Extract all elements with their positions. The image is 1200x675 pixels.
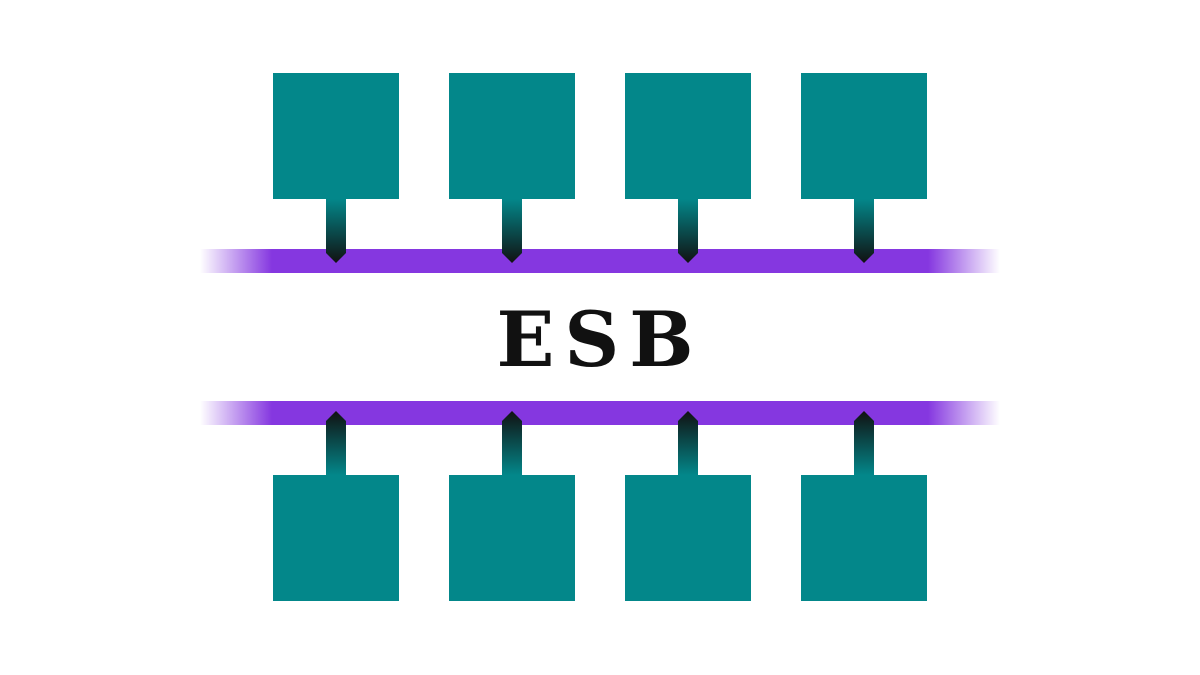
connector-top-4 (854, 199, 874, 263)
service-top-2 (449, 73, 575, 199)
connector-bottom-3 (678, 411, 698, 475)
service-bottom-4 (801, 475, 927, 601)
connector-bottom-1 (326, 411, 346, 475)
service-bottom-2 (449, 475, 575, 601)
connector-top-3 (678, 199, 698, 263)
service-top-3 (625, 73, 751, 199)
connector-bottom-2 (502, 411, 522, 475)
service-top-1 (273, 73, 399, 199)
lower-bus (200, 401, 1000, 425)
service-bottom-1 (273, 475, 399, 601)
connector-top-2 (502, 199, 522, 263)
service-bottom-3 (625, 475, 751, 601)
esb-label: ESB (496, 295, 704, 384)
connector-top-1 (326, 199, 346, 263)
service-top-4 (801, 73, 927, 199)
connector-bottom-4 (854, 411, 874, 475)
upper-bus (200, 249, 1000, 273)
